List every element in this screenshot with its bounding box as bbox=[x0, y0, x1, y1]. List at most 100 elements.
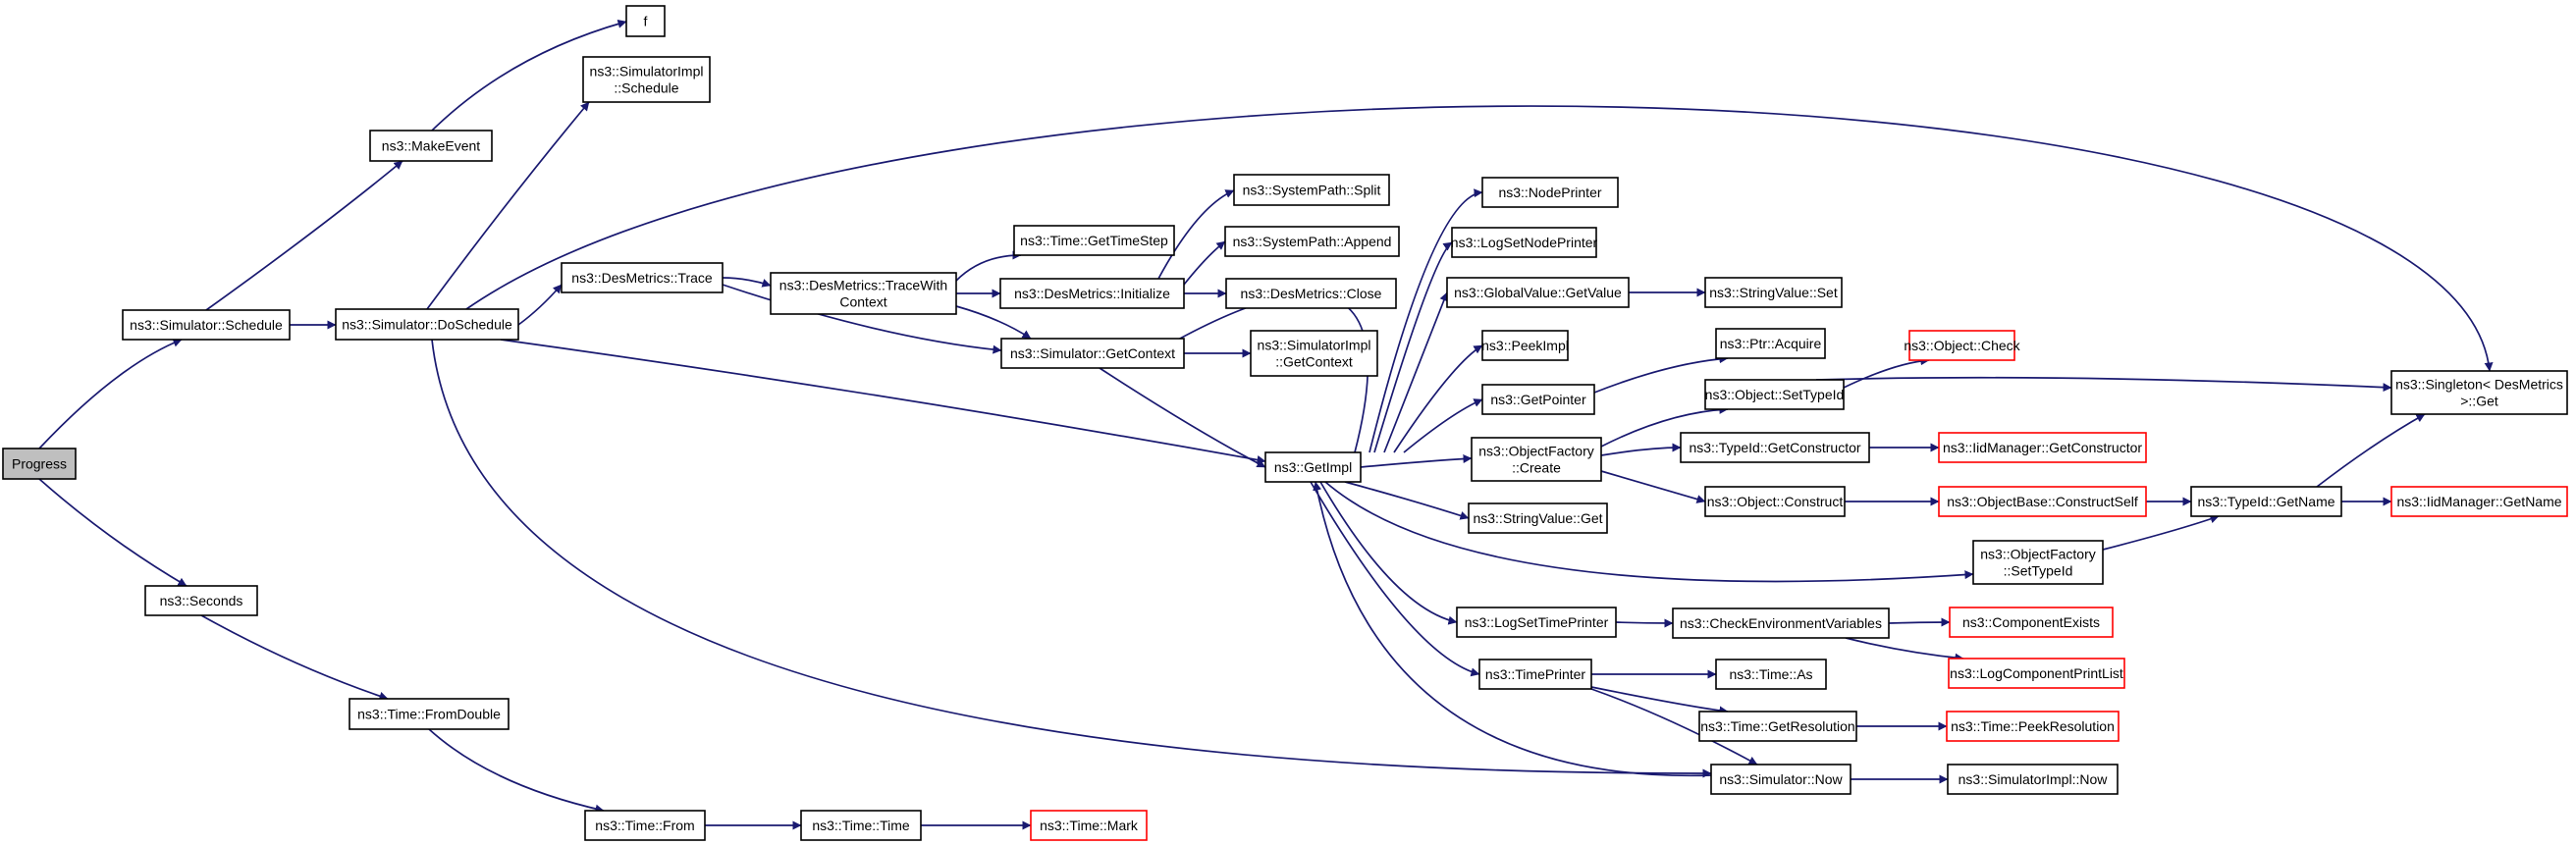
node-objconstruct[interactable]: ns3::Object::Construct bbox=[1704, 486, 1846, 517]
node-box bbox=[1446, 277, 1630, 308]
node-compexists[interactable]: ns3::ComponentExists bbox=[1949, 607, 2114, 638]
node-getname[interactable]: ns3::TypeId::GetName bbox=[2190, 486, 2342, 517]
edge-tracewith-to-gettimestep bbox=[955, 250, 1022, 282]
node-f[interactable]: f bbox=[625, 5, 666, 37]
node-label: ns3::StringValue::Set bbox=[1709, 285, 1838, 300]
node-box bbox=[561, 262, 724, 293]
node-implschedule[interactable]: ns3::SimulatorImpl::Schedule bbox=[582, 56, 711, 103]
node-logcompprint[interactable]: ns3::LogComponentPrintList bbox=[1948, 658, 2125, 689]
node-box bbox=[1946, 711, 2120, 742]
node-nodeprinter[interactable]: ns3::NodePrinter bbox=[1481, 177, 1619, 208]
edge-getimpl-to-timeprinter bbox=[1310, 481, 1480, 677]
node-box bbox=[2390, 370, 2568, 415]
node-box bbox=[1030, 810, 1148, 841]
node-trace[interactable]: ns3::DesMetrics::Trace bbox=[561, 262, 724, 293]
node-timeprinter[interactable]: ns3::TimePrinter bbox=[1478, 659, 1592, 690]
edge-doschedule-to-getimpl bbox=[500, 339, 1266, 464]
node-label: ns3::Simulator::GetContext bbox=[1010, 345, 1175, 361]
edge-doschedule-to-simnow bbox=[431, 339, 1712, 778]
node-box bbox=[369, 130, 493, 162]
node-implnow[interactable]: ns3::SimulatorImpl::Now bbox=[1947, 764, 2119, 795]
node-checkenv[interactable]: ns3::CheckEnvironmentVariables bbox=[1672, 607, 1890, 639]
node-objsettypeid[interactable]: ns3::Object::SetTypeId bbox=[1704, 379, 1845, 410]
node-stringget[interactable]: ns3::StringValue::Get bbox=[1468, 502, 1608, 534]
node-label: ns3::MakeEvent bbox=[382, 138, 480, 154]
node-timefrom[interactable]: ns3::Time::From bbox=[584, 810, 706, 841]
node-peekimpl[interactable]: ns3::PeekImpl bbox=[1481, 330, 1569, 361]
node-logsetnodeprinter[interactable]: ns3::LogSetNodePrinter bbox=[1451, 227, 1598, 258]
node-label: ns3::Time::PeekResolution bbox=[1951, 718, 2115, 734]
node-label: ::GetContext bbox=[1275, 354, 1353, 370]
node-seconds[interactable]: ns3::Seconds bbox=[144, 585, 258, 616]
node-objcheck[interactable]: ns3::Object::Check bbox=[1904, 330, 2021, 361]
edge-getimpl-to-peekimpl bbox=[1393, 344, 1483, 453]
node-iidgetconstructor[interactable]: ns3::IidManager::GetConstructor bbox=[1938, 432, 2147, 463]
node-label: ::Create bbox=[1512, 460, 1561, 476]
edge-logsettimeprinter-to-checkenv bbox=[1615, 618, 1674, 628]
node-getconstructor[interactable]: ns3::TypeId::GetConstructor bbox=[1680, 432, 1870, 463]
node-ptracquire[interactable]: ns3::Ptr::Acquire bbox=[1715, 328, 1826, 359]
edge-getimpl-to-globalget bbox=[1383, 291, 1448, 453]
node-close[interactable]: ns3::DesMetrics::Close bbox=[1225, 278, 1397, 309]
node-box bbox=[1481, 384, 1595, 415]
node-box bbox=[122, 309, 291, 341]
node-getpointer[interactable]: ns3::GetPointer bbox=[1481, 384, 1595, 415]
node-label: ns3::DesMetrics::Trace bbox=[571, 270, 713, 286]
node-timemark[interactable]: ns3::Time::Mark bbox=[1030, 810, 1148, 841]
edge-progress-to-seconds bbox=[38, 478, 188, 587]
node-box bbox=[1710, 764, 1852, 795]
node-label: ns3::LogComponentPrintList bbox=[1950, 665, 2123, 681]
node-getcontext[interactable]: ns3::Simulator::GetContext bbox=[1000, 338, 1185, 369]
node-label: ns3::Time::From bbox=[595, 818, 694, 833]
node-globalget[interactable]: ns3::GlobalValue::GetValue bbox=[1446, 277, 1630, 308]
node-label: ns3::Object::SetTypeId bbox=[1705, 387, 1845, 402]
node-box bbox=[1481, 177, 1619, 208]
node-box bbox=[1481, 330, 1569, 361]
node-getresolution[interactable]: ns3::Time::GetResolution bbox=[1698, 711, 1857, 742]
node-box bbox=[770, 272, 957, 315]
node-timeas[interactable]: ns3::Time::As bbox=[1715, 659, 1827, 690]
node-box bbox=[1013, 225, 1175, 256]
node-box bbox=[1715, 328, 1826, 359]
edge-factorycreate-to-objconstruct bbox=[1600, 470, 1706, 503]
node-schedule[interactable]: ns3::Simulator::Schedule bbox=[122, 309, 291, 341]
node-implgetcontext[interactable]: ns3::SimulatorImpl::GetContext bbox=[1250, 330, 1378, 377]
node-makeevent[interactable]: ns3::MakeEvent bbox=[369, 130, 493, 162]
node-label: ::SetTypeId bbox=[2004, 563, 2073, 579]
node-constructself[interactable]: ns3::ObjectBase::ConstructSelf bbox=[1938, 486, 2147, 517]
node-box bbox=[1672, 607, 1890, 639]
node-box bbox=[1908, 330, 2015, 361]
node-box bbox=[1704, 379, 1845, 410]
node-append[interactable]: ns3::SystemPath::Append bbox=[1224, 226, 1400, 257]
node-split[interactable]: ns3::SystemPath::Split bbox=[1233, 174, 1390, 206]
node-getimpl[interactable]: ns3::GetImpl bbox=[1264, 451, 1362, 483]
node-peekresolution[interactable]: ns3::Time::PeekResolution bbox=[1946, 711, 2120, 742]
node-iidgetname[interactable]: ns3::IidManager::GetName bbox=[2390, 486, 2568, 517]
node-box bbox=[2390, 486, 2568, 517]
node-label: ns3::DesMetrics::TraceWith bbox=[779, 278, 947, 293]
node-box bbox=[1938, 432, 2147, 463]
node-simnow[interactable]: ns3::Simulator::Now bbox=[1710, 764, 1852, 795]
node-fromdouble[interactable]: ns3::Time::FromDouble bbox=[349, 698, 510, 730]
node-label: Progress bbox=[12, 456, 67, 472]
node-singleton[interactable]: ns3::Singleton< DesMetrics >::Get bbox=[2390, 370, 2568, 415]
edge-initialize-to-split bbox=[1157, 189, 1235, 280]
node-progress[interactable]: Progress bbox=[2, 448, 77, 480]
edge-getimpl-to-factorycreate bbox=[1360, 454, 1473, 468]
node-logsettimeprinter[interactable]: ns3::LogSetTimePrinter bbox=[1456, 607, 1617, 638]
node-label: ns3::ObjectFactory bbox=[1980, 547, 2096, 562]
node-timetime[interactable]: ns3::Time::Time bbox=[800, 810, 922, 841]
node-label: ns3::Simulator::DoSchedule bbox=[342, 317, 512, 333]
node-stringset[interactable]: ns3::StringValue::Set bbox=[1704, 277, 1843, 308]
node-label: ns3::Simulator::Schedule bbox=[130, 317, 283, 333]
node-factorysettypeid[interactable]: ns3::ObjectFactory::SetTypeId bbox=[1972, 540, 2104, 585]
node-gettimestep[interactable]: ns3::Time::GetTimeStep bbox=[1013, 225, 1175, 256]
node-label: ns3::Seconds bbox=[160, 593, 243, 608]
node-label: ns3::Object::Construct bbox=[1707, 494, 1844, 509]
node-factorycreate[interactable]: ns3::ObjectFactory::Create bbox=[1471, 437, 1602, 482]
node-initialize[interactable]: ns3::DesMetrics::Initialize bbox=[999, 278, 1185, 309]
node-doschedule[interactable]: ns3::Simulator::DoSchedule bbox=[335, 308, 519, 341]
node-label: ns3::LogSetNodePrinter bbox=[1451, 235, 1598, 250]
node-box bbox=[335, 308, 519, 341]
